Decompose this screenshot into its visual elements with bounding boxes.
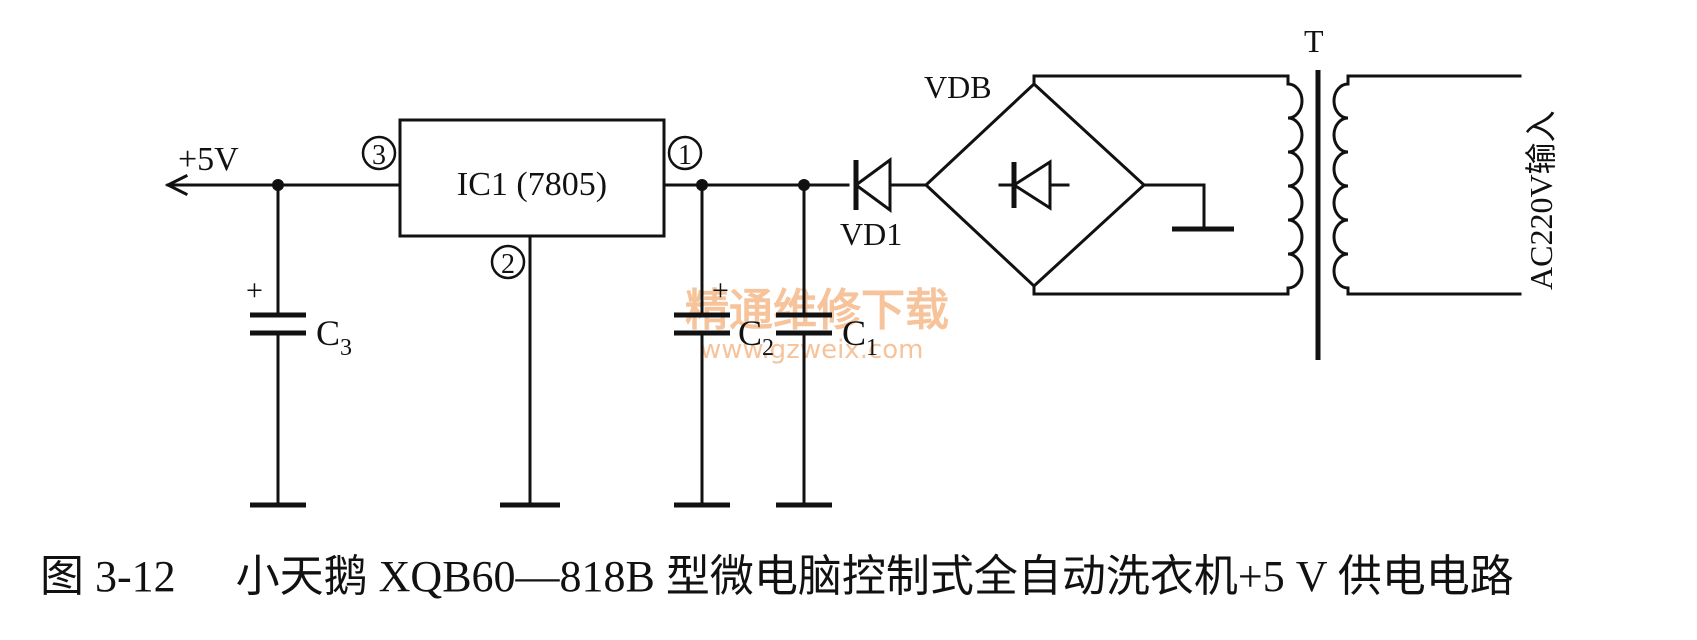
- c3-label: C3: [316, 313, 352, 361]
- ac-input-label: AC220V输入: [1523, 110, 1559, 290]
- pin2-label: 2: [501, 249, 515, 280]
- watermark-url: www.gzweix.com: [700, 335, 924, 365]
- c3-plus-sign: +: [246, 274, 263, 307]
- vd1-label: VD1: [840, 216, 902, 252]
- watermark-text: 精通维修下载: [685, 285, 949, 336]
- figure-title: 小天鹅 XQB60—818B 型微电脑控制式全自动洗衣机+5 V 供电电路: [235, 552, 1514, 601]
- ic1-label: IC1 (7805): [457, 166, 607, 203]
- bridge-rectifier-vdb: [923, 74, 1290, 296]
- c1-label: C1: [842, 313, 878, 361]
- output-line: [164, 173, 402, 197]
- input-line: [662, 179, 850, 191]
- transformer-t: [1286, 70, 1522, 360]
- diode-vd1: [853, 157, 928, 213]
- figure-caption: 图 3-12 小天鹅 XQB60—818B 型微电脑控制式全自动洗衣机+5 V 供…: [0, 540, 1697, 604]
- c2-label: C2: [738, 313, 774, 361]
- capacitor-c3: [250, 183, 306, 508]
- capacitor-c2: [674, 183, 730, 508]
- watermark: 精通维修下载 www.gzweix.com: [685, 285, 949, 365]
- plus5v-label: +5V: [178, 141, 239, 178]
- c2-plus-sign: +: [712, 274, 729, 307]
- vdb-label: VDB: [924, 69, 992, 105]
- circuit-schematic: 精通维修下载 www.gzweix.com +5V + C3 IC1 (7805…: [164, 23, 1559, 508]
- transformer-label: T: [1304, 23, 1324, 59]
- figure-number: 图 3-12: [40, 552, 176, 601]
- pin3-label: 3: [372, 140, 386, 171]
- capacitor-c1: [776, 183, 832, 508]
- ic1-regulator: [398, 118, 666, 508]
- pin1-label: 1: [678, 140, 692, 171]
